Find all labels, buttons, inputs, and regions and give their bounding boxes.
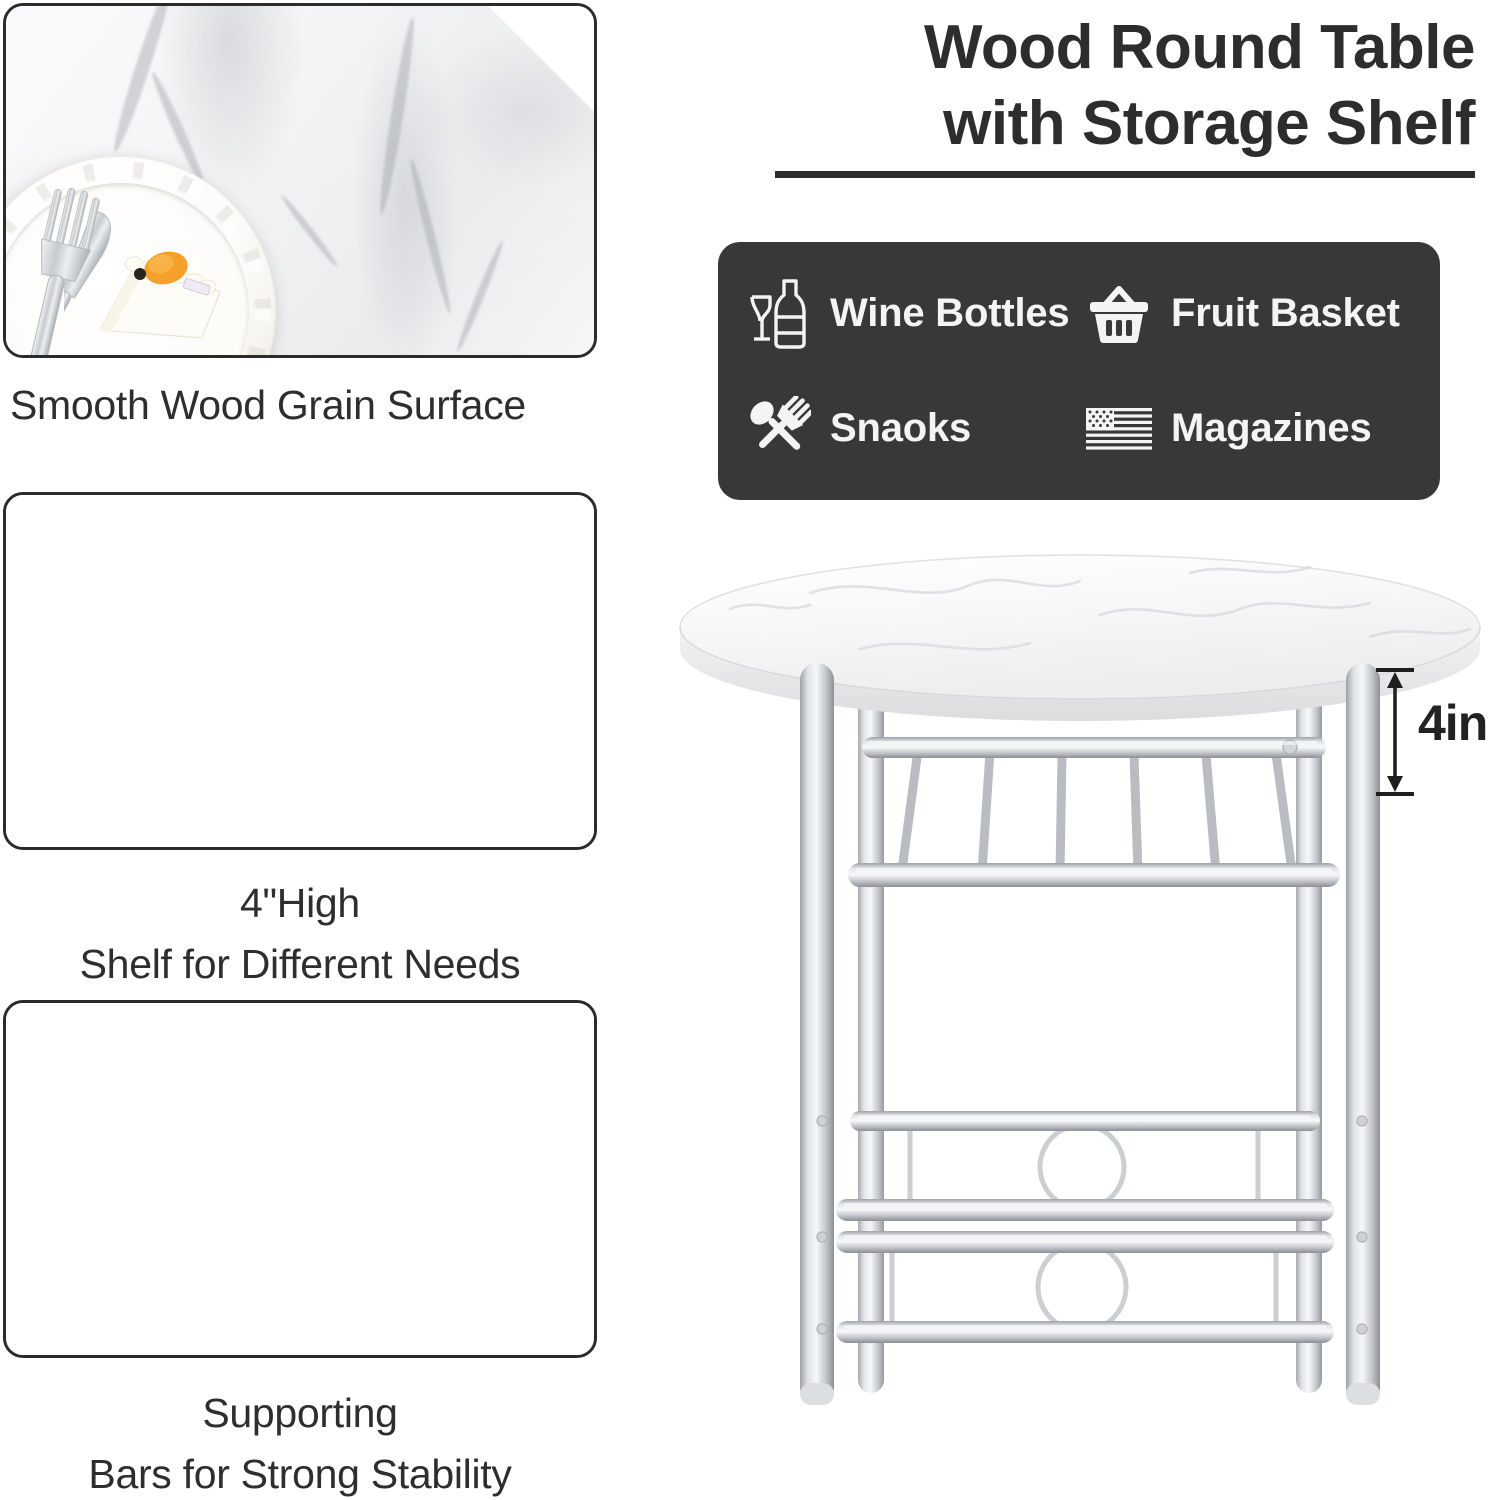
- feature-label-fruit-basket: Fruit Basket: [1171, 291, 1400, 335]
- feature-list-box: Wine Bottles Fruit Basket: [718, 242, 1440, 500]
- fork-icon: [28, 188, 100, 355]
- photo-smooth-surface: [3, 3, 597, 358]
- cake-slice: [99, 251, 221, 339]
- flag-icon: [1083, 390, 1155, 468]
- feature-item-wine-bottles: Wine Bottles: [742, 275, 1083, 353]
- dimension-annotation-4in: 4in: [1372, 662, 1490, 802]
- dimension-arrow-icon: [1376, 668, 1414, 796]
- title-underline: [775, 171, 1475, 179]
- hero-product-image: [670, 545, 1490, 1475]
- caption-shelf-needs: Shelf for Different Needs: [79, 941, 521, 987]
- dimension-label-4in: 4in: [1418, 695, 1488, 751]
- photo-shelf-detail: [3, 492, 597, 850]
- caption-smooth-surface: Smooth Wood Grain Surface: [10, 382, 526, 428]
- photo-support-bars: [3, 1000, 597, 1358]
- feature-label-magazines: Magazines: [1171, 406, 1372, 450]
- feature-item-magazines: Magazines: [1083, 390, 1424, 468]
- caption-supporting: Supporting: [202, 1390, 398, 1436]
- table-corner-edge: [478, 6, 594, 122]
- feature-item-snacks: Snaoks: [742, 390, 1083, 468]
- title-line-1: Wood Round Table: [923, 13, 1476, 82]
- caption-strong-stability: Bars for Strong Stability: [88, 1451, 512, 1497]
- feature-label-wine-bottles: Wine Bottles: [830, 291, 1070, 335]
- page-title: Wood Round Table with Storage Shelf: [700, 10, 1476, 179]
- caption-shelf-height: 4"High: [240, 880, 360, 926]
- feature-label-snacks: Snaoks: [830, 406, 972, 450]
- title-line-2: with Storage Shelf: [943, 88, 1475, 158]
- feature-item-fruit-basket: Fruit Basket: [1083, 275, 1424, 353]
- spoon-fork-icon: [742, 390, 814, 468]
- fruit-basket-icon: [1083, 275, 1155, 353]
- wine-bottle-icon: [742, 275, 814, 353]
